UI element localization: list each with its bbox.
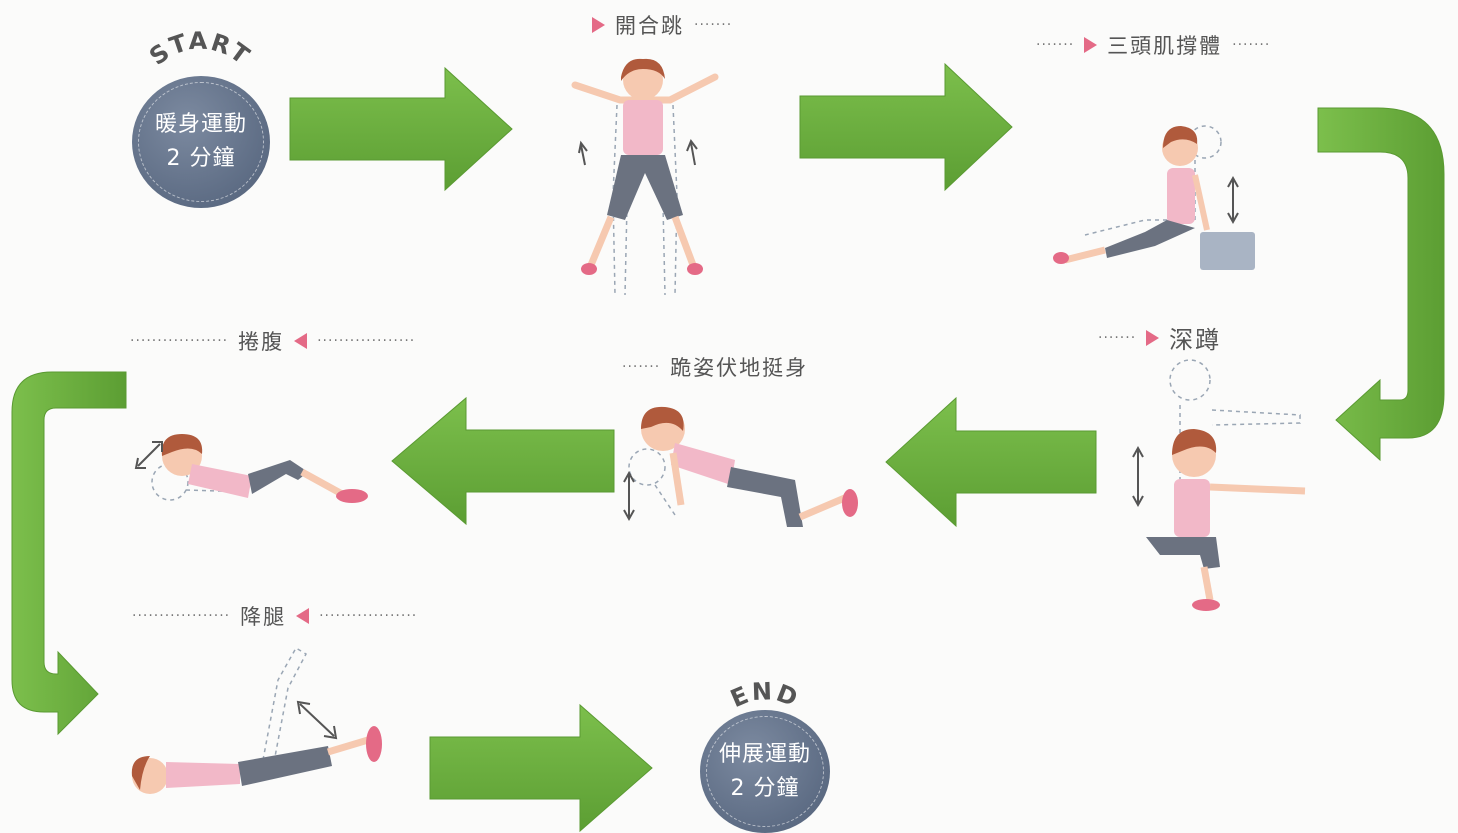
crunch-illustration: [130, 420, 390, 520]
svg-text:START: START: [144, 27, 256, 71]
pointer-icon: [1146, 330, 1159, 346]
pointer-icon: [1084, 37, 1097, 53]
start-line2: 2 分鐘: [167, 142, 236, 176]
end-arc-text: END: [726, 677, 803, 713]
step-label-text: 三頭肌撐體: [1107, 30, 1222, 60]
pointer-icon: [294, 333, 307, 349]
knee-pushup-illustration: [615, 405, 875, 535]
dotted-leader: ·······: [622, 359, 660, 375]
step-label-squat: ······· 深蹲: [1098, 320, 1221, 355]
squat-illustration: [1120, 355, 1320, 635]
pointer-icon: [592, 17, 605, 33]
arrow-curve-right-down: [1318, 108, 1448, 460]
step-label-text: 捲腹: [238, 326, 284, 356]
svg-text:END: END: [726, 677, 803, 713]
start-line1: 暖身運動: [155, 108, 247, 142]
arrow-pushup-to-crunch: [392, 398, 614, 524]
dotted-leader: ··················: [132, 608, 230, 624]
end-line2: 2 分鐘: [731, 772, 800, 806]
arrow-start-to-jumping-jacks: [290, 68, 512, 190]
end-line1: 伸展運動: [719, 738, 811, 772]
pointer-icon: [296, 608, 309, 624]
dotted-leader: ·······: [1098, 330, 1136, 346]
start-circle: 暖身運動 2 分鐘: [132, 76, 270, 208]
dotted-leader: ·······: [1232, 37, 1270, 53]
arrow-squat-to-pushup: [886, 398, 1096, 526]
dotted-leader: ··················: [130, 333, 228, 349]
step-label-triceps-dips: ······· 三頭肌撐體 ·······: [1036, 30, 1270, 60]
jumping-jacks-illustration: [555, 55, 735, 305]
step-label-crunch: ·················· 捲腹 ··················: [130, 326, 415, 356]
dotted-leader: ·······: [1036, 37, 1074, 53]
dotted-leader: ··················: [317, 333, 415, 349]
arrow-leg-lower-to-end: [430, 705, 652, 831]
step-label-text: 跪姿伏地挺身: [670, 352, 808, 382]
end-circle: 伸展運動 2 分鐘: [700, 710, 830, 833]
arrow-jumping-jacks-to-triceps: [800, 64, 1012, 190]
step-label-knee-pushup: ······· 跪姿伏地挺身: [622, 352, 808, 382]
dotted-leader: ··················: [319, 608, 417, 624]
leg-lowering-illustration: [128, 640, 398, 810]
dotted-leader: ·······: [694, 17, 732, 33]
step-label-jumping-jacks: 開合跳 ·······: [592, 10, 732, 40]
step-label-text: 開合跳: [615, 10, 684, 40]
start-arc-text: START: [144, 27, 256, 71]
triceps-dips-illustration: [1045, 120, 1265, 280]
step-label-text: 深蹲: [1169, 320, 1221, 355]
step-label-text: 降腿: [240, 601, 286, 631]
step-label-leg-lowering: ·················· 降腿 ··················: [132, 601, 417, 631]
arrow-curve-left-down: [8, 372, 128, 734]
